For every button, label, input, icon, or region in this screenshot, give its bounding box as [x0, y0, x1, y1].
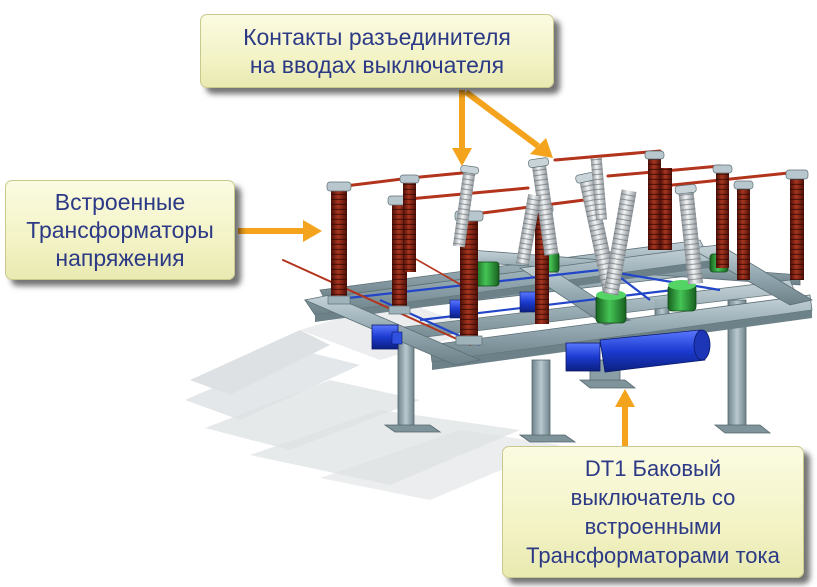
white-bushings — [452, 157, 704, 296]
callout-voltage-transformers-text: Встроенные Трансформаторы напряжения — [26, 189, 214, 271]
arrow-left-to-insulator — [238, 220, 322, 242]
arrow-bottom-to-tank — [615, 389, 635, 447]
callout-disconnector-contacts: Контакты разъединителя на вводах выключа… — [200, 14, 554, 88]
arrow-top-to-left-contact — [452, 90, 472, 166]
orange-arrow-icon — [238, 89, 635, 447]
callout-tank-breaker-text: DT1 Баковый выключатель со встроенными Т… — [526, 456, 780, 568]
callout-voltage-transformers: Встроенные Трансформаторы напряжения — [5, 180, 235, 280]
brown-insulators — [326, 150, 809, 346]
callout-disconnector-contacts-text: Контакты разъединителя на вводах выключа… — [243, 24, 511, 78]
arrow-top-to-right-contact — [464, 89, 553, 158]
callout-tank-breaker: DT1 Баковый выключатель со встроенными Т… — [502, 446, 804, 578]
